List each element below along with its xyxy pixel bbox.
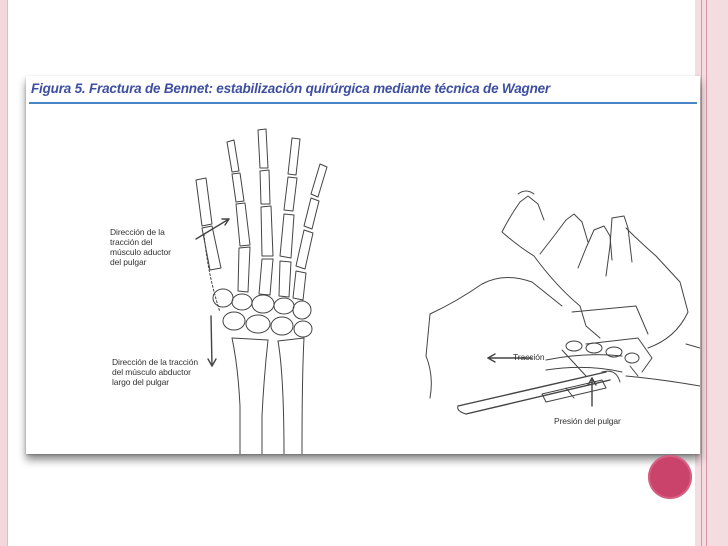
caption-rule (29, 102, 697, 104)
hand-illustration (195, 128, 700, 454)
label-abductor-traction: Dirección de la tracción del músculo abd… (112, 357, 198, 387)
left-border-decoration (0, 0, 8, 546)
right-border-line (706, 0, 707, 546)
right-border-band (695, 0, 728, 546)
label-thumb-pressure: Presión del pulgar (554, 416, 621, 426)
label-adductor-traction: Dirección de la tracción del músculo adu… (110, 227, 171, 267)
right-border-line (701, 0, 702, 546)
label-traction: Tracción (513, 352, 545, 362)
accent-circle (648, 455, 692, 499)
figure-caption: Figura 5. Fractura de Bennet: estabiliza… (31, 81, 550, 96)
skeletal-hand-drawing (195, 128, 328, 454)
figure-card: Figura 5. Fractura de Bennet: estabiliza… (26, 76, 700, 454)
surgical-hand-drawing (425, 190, 700, 415)
